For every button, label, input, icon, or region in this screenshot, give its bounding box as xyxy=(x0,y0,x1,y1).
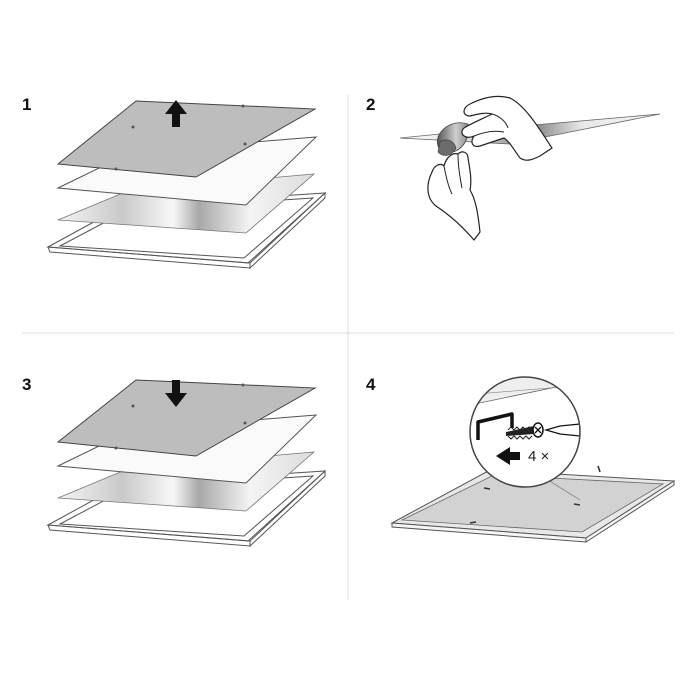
step-number: 3 xyxy=(22,375,31,394)
lower-hand xyxy=(428,152,480,240)
step-2-panel: 2 xyxy=(366,95,660,240)
step-1-panel: 1 xyxy=(22,95,325,268)
detail-callout: 4 × xyxy=(460,372,590,487)
step-4-panel: 4 xyxy=(366,372,674,542)
upper-hand xyxy=(462,96,552,160)
step-3-panel: 3 xyxy=(22,375,325,546)
quantity-label: 4 × xyxy=(528,448,549,465)
step-number: 4 xyxy=(366,375,376,394)
step-number: 1 xyxy=(22,95,31,114)
step-number: 2 xyxy=(366,95,375,114)
